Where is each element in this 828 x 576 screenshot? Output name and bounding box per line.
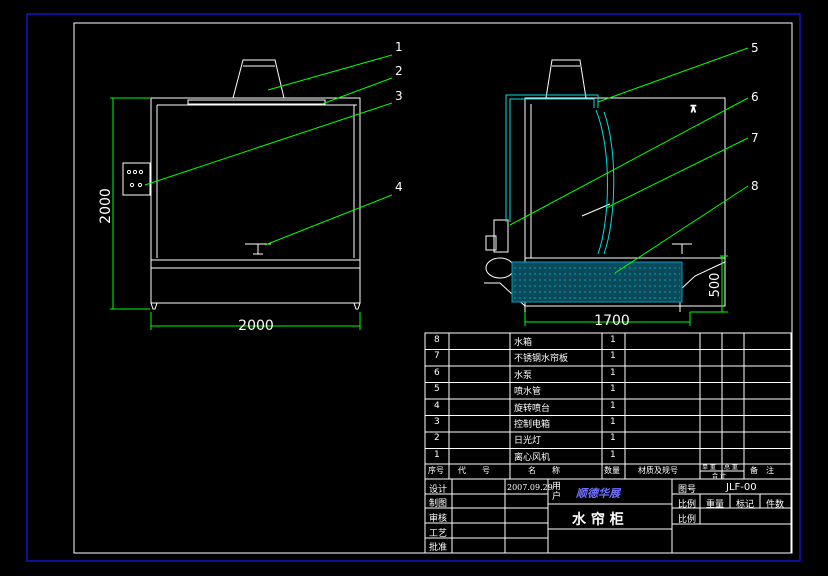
parts-table-frame [424, 332, 792, 480]
callout-6: 6 [751, 90, 759, 104]
nozzle-glyph: ⊼ [690, 105, 697, 115]
inner-border [73, 22, 793, 554]
title-block-frame [424, 478, 792, 554]
curtain-plate-edge [603, 111, 615, 255]
front-view [122, 59, 361, 310]
curtain-plate [595, 109, 608, 255]
callout-1: 1 [395, 40, 403, 54]
callout-5: 5 [751, 41, 759, 55]
deflector [581, 203, 611, 217]
outer-frame [26, 13, 801, 562]
base-top-band [150, 259, 361, 269]
leader-1 [267, 54, 393, 91]
side-height-dim: 500 [708, 273, 723, 298]
leader-7 [605, 137, 749, 209]
base-lower [150, 267, 361, 304]
control-indicator [126, 169, 132, 175]
callout-8: 8 [751, 179, 759, 193]
leader-5 [597, 47, 749, 103]
cabinet-body [150, 97, 361, 261]
control-indicator [138, 169, 144, 175]
callout-3: 3 [395, 89, 403, 103]
leader-3 [144, 102, 393, 186]
control-indicator [132, 169, 138, 175]
water-pipe [505, 94, 615, 255]
side-dimensions [524, 255, 728, 326]
pump-head [485, 235, 497, 251]
callout-2: 2 [395, 64, 403, 78]
callout-7: 7 [751, 131, 759, 145]
side-cabinet [524, 97, 726, 259]
leader-8 [614, 185, 749, 274]
leader-2 [321, 77, 393, 105]
leader-4 [264, 194, 393, 246]
callout-4: 4 [395, 180, 403, 194]
side-leaders [509, 47, 749, 274]
foot-left [150, 302, 158, 310]
leader-6 [509, 97, 749, 226]
control-switch [129, 182, 135, 188]
light-tube [187, 99, 326, 105]
front-leaders [144, 54, 393, 246]
water-tank [511, 261, 683, 303]
control-switch [137, 182, 143, 188]
side-width-dim: 1700 [594, 313, 630, 329]
foot-right [353, 302, 361, 310]
front-dimensions [110, 97, 361, 330]
control-box [122, 162, 151, 196]
pipe-inner [509, 98, 595, 222]
title-block [424, 478, 792, 554]
front-height-dim: 2000 [98, 188, 114, 224]
side-view: ⊼ [484, 59, 726, 312]
pump-housing [485, 257, 515, 279]
parts-table [424, 332, 792, 480]
front-width-dim: 2000 [238, 318, 274, 334]
